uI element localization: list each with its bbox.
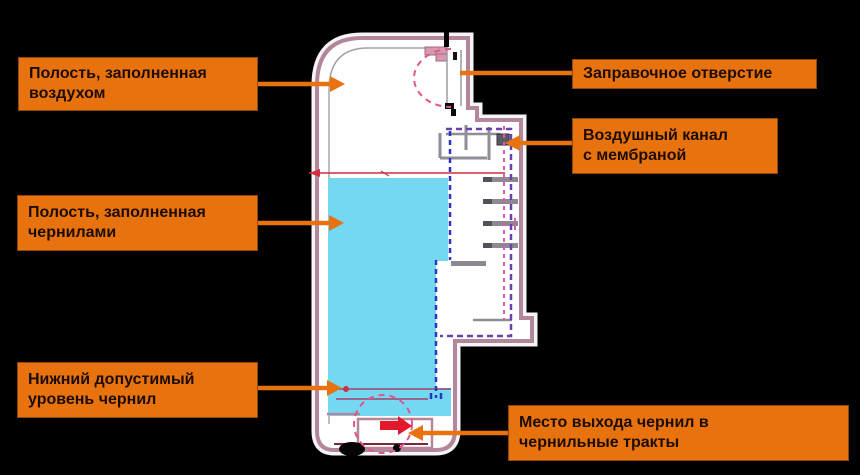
arrowhead-ink-outlet bbox=[408, 425, 423, 441]
label-air-cavity: Полость, заполненная воздухом bbox=[18, 57, 258, 111]
ink-region bbox=[328, 178, 451, 416]
label-refill-hole-text: Заправочное отверстие bbox=[583, 65, 773, 82]
outlet-dashed-circle bbox=[353, 394, 413, 454]
label-ink-cavity: Полость, заполненная чернилами bbox=[17, 195, 258, 251]
arrowhead-ink-cavity bbox=[329, 215, 344, 231]
arrowhead-air-channel bbox=[505, 135, 520, 151]
air-path-dashed-magenta bbox=[503, 126, 516, 320]
callout-arrowheads bbox=[327, 76, 520, 441]
lower-ink-level-lines bbox=[336, 388, 451, 400]
label-ink-cavity-text: Полость, заполненная чернилами bbox=[28, 204, 206, 241]
label-air-channel-text: Воздушный канал с мембраной bbox=[583, 127, 728, 164]
label-min-ink-level: Нижний допустимый уровень чернил bbox=[17, 362, 258, 418]
arrowhead-air-cavity bbox=[330, 76, 345, 92]
seal-marks bbox=[339, 442, 401, 456]
air-path-dashed-blue bbox=[429, 131, 452, 399]
membrane-arc bbox=[413, 48, 452, 108]
lower-ink-level-dot bbox=[343, 386, 349, 392]
ink-level-line bbox=[309, 169, 505, 177]
air-path-dashed-purple bbox=[440, 127, 513, 338]
label-air-cavity-text: Полость, заполненная воздухом bbox=[29, 65, 207, 102]
label-air-channel: Воздушный канал с мембраной bbox=[572, 118, 778, 174]
label-min-ink-level-text: Нижний допустимый уровень чернил bbox=[28, 371, 195, 408]
outlet-arrow bbox=[380, 416, 412, 435]
label-refill-hole: Заправочное отверстие bbox=[572, 59, 817, 89]
label-ink-outlet-text: Место выхода чернил в чернильные тракты bbox=[519, 414, 709, 451]
callout-connectors bbox=[258, 70, 572, 436]
cartridge-inner-wall-line bbox=[328, 47, 440, 424]
label-ink-outlet: Место выхода чернил в чернильные тракты bbox=[508, 405, 849, 461]
baffle-ribs bbox=[451, 177, 518, 266]
arrowhead-min-ink-level bbox=[327, 380, 342, 396]
